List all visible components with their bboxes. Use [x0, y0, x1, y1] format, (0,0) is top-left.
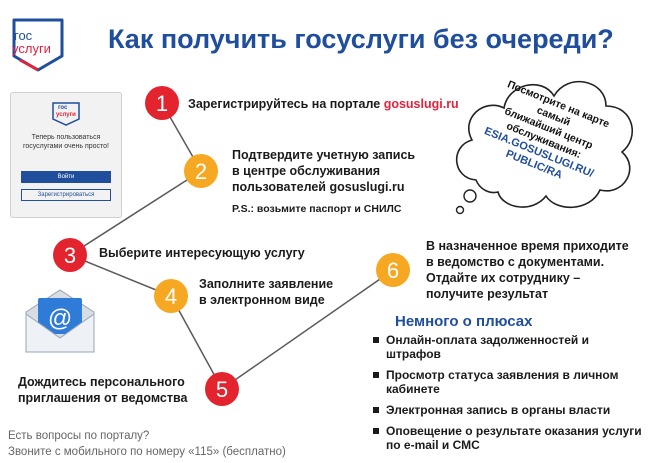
- step-6-number: 6: [387, 258, 399, 283]
- step-4-line-2: в электронном виде: [199, 293, 325, 307]
- step-5-line-2: приглашения от ведомства: [18, 391, 188, 405]
- step-2-text: Подтвердите учетную запись в центре обсл…: [232, 147, 415, 217]
- bullet-square-icon: [373, 407, 379, 413]
- step-1-text: Зарегистрируйтесь на портале gosuslugi.r…: [188, 96, 459, 112]
- logo-frame-icon: [12, 18, 64, 72]
- email-envelope-icon: @: [18, 286, 102, 356]
- step-6-line-3: Отдайте их сотруднику –: [426, 271, 581, 285]
- step-5-circle: [205, 372, 239, 406]
- pluses-list: Онлайн-оплата задолженностей и штрафов П…: [373, 333, 643, 459]
- svg-text:@: @: [48, 305, 72, 332]
- step-3-circle: [53, 238, 87, 272]
- step-4-line-1: Заполните заявление: [199, 277, 334, 291]
- step-2-number: 2: [195, 159, 207, 184]
- phone-logo-line-1: гос: [58, 105, 68, 111]
- bullet-square-icon: [373, 428, 379, 434]
- phone-logo-line-2: услуги: [56, 112, 76, 118]
- step-2-line-1: Подтвердите учетную запись: [232, 148, 416, 162]
- bullet-square-icon: [373, 372, 379, 378]
- plus-item-text: Просмотр статуса заявления в личном каби…: [386, 368, 619, 396]
- step-6-line-4: получите результат: [426, 287, 549, 301]
- page-title: Как получить госуслуги без очереди?: [108, 24, 614, 54]
- step-4-number: 4: [165, 284, 177, 309]
- list-item: Онлайн-оплата задолженностей и штрафов: [373, 333, 643, 361]
- phone-register-button[interactable]: Зарегистрироваться: [21, 189, 111, 201]
- step-3-number: 3: [64, 243, 76, 268]
- plus-item-text: Оповещение о результате оказания услуги …: [386, 424, 642, 452]
- cloud-shape-icon: [455, 80, 634, 215]
- step-3-text: Выберите интересующую услугу: [99, 246, 305, 260]
- step-4-circle: [154, 279, 188, 313]
- step-2-line-2: в центре обслуживания: [232, 164, 381, 178]
- phone-mockup: гос услуги Теперь пользоваться госуслуга…: [10, 92, 122, 218]
- step-5-line-1: Дождитесь персонального: [18, 375, 185, 389]
- step-5-number: 5: [216, 377, 228, 402]
- step-6-line-1: В назначенное время приходите: [426, 239, 629, 253]
- phone-message: Теперь пользоваться госуслугами очень пр…: [22, 134, 110, 150]
- gosuslugi-logo: гос услуги: [6, 16, 68, 74]
- plus-item-text: Онлайн-оплата задолженностей и штрафов: [386, 333, 590, 361]
- list-item: Электронная запись в органы власти: [373, 403, 643, 417]
- footer-line-2: Звоните с мобильного по номеру «115» (бе…: [8, 446, 286, 458]
- list-item: Просмотр статуса заявления в личном каби…: [373, 368, 643, 396]
- step-6-text: В назначенное время приходите в ведомств…: [426, 238, 629, 302]
- service-center-cloud: Посмотрите на карте самый ближайший цент…: [446, 62, 642, 218]
- phone-logo: гос услуги: [49, 101, 83, 127]
- step-2-line-3: пользователей gosuslugi.ru: [232, 180, 405, 194]
- step-1-label: Зарегистрируйтесь на портале: [188, 97, 384, 111]
- step-1-circle: [145, 86, 179, 120]
- step-1-portal-link[interactable]: gosuslugi.ru: [383, 97, 459, 111]
- list-item: Оповещение о результате оказания услуги …: [373, 424, 643, 452]
- step-1-number: 1: [156, 91, 168, 116]
- footer-line-1: Есть вопросы по порталу?: [8, 430, 150, 442]
- step-2-note: P.S.: возьмите паспорт и СНИЛС: [232, 203, 402, 215]
- step-6-line-2: в ведомство с документами.: [426, 255, 605, 269]
- logo-line-2: услуги: [12, 41, 51, 56]
- step-2-circle: [184, 154, 218, 188]
- step-4-text: Заполните заявление в электронном виде: [199, 276, 333, 308]
- bullet-square-icon: [373, 337, 379, 343]
- phone-login-button[interactable]: Войти: [21, 171, 111, 183]
- plus-item-text: Электронная запись в органы власти: [386, 403, 611, 417]
- pluses-title: Немного о плюсах: [395, 313, 533, 330]
- step-6-circle: [376, 253, 410, 287]
- step-5-text: Дождитесь персонального приглашения от в…: [18, 374, 187, 406]
- phone-logo-frame-icon: [52, 102, 80, 126]
- logo-line-1: гос: [14, 28, 33, 43]
- footer-contact: Есть вопросы по порталу? Звоните с мобил…: [8, 428, 286, 460]
